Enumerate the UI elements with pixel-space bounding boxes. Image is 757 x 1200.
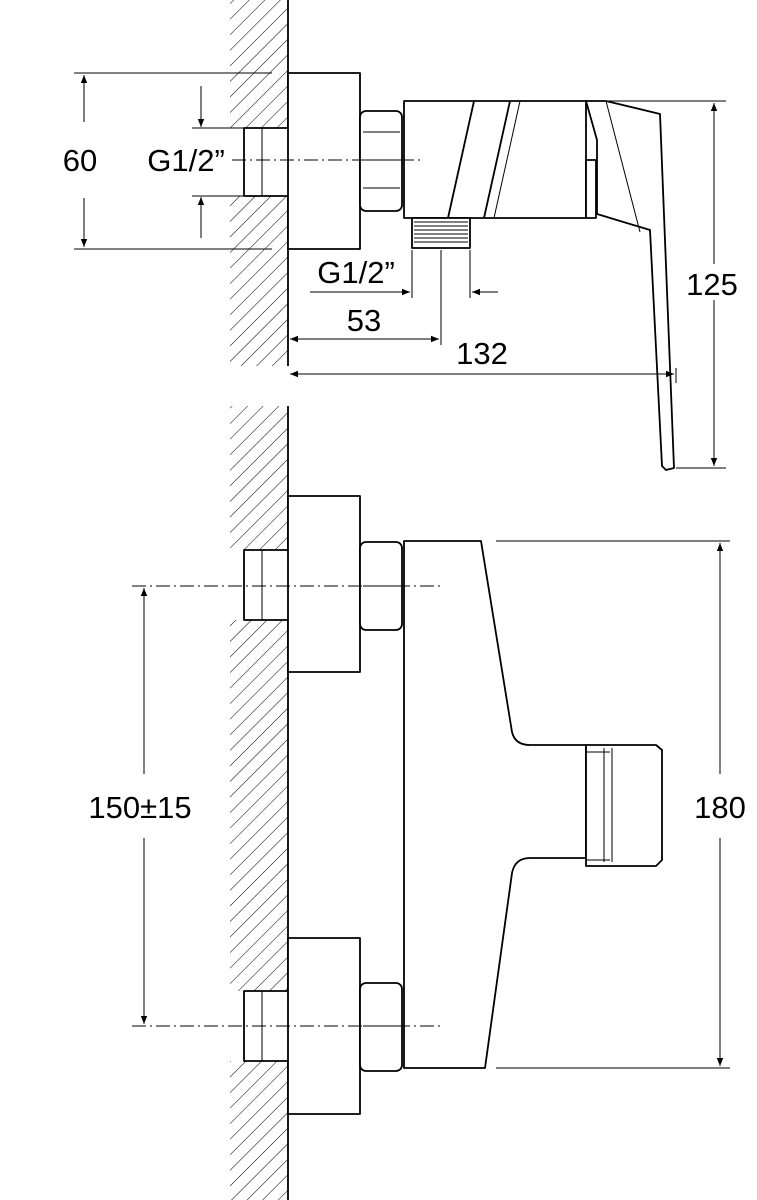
dim-inlet-thread-label: G1/2” bbox=[147, 143, 225, 178]
dim-inlet-thread: G1/2” bbox=[147, 86, 244, 238]
inlet-pipe-upper bbox=[230, 549, 288, 621]
dim-132-label: 132 bbox=[456, 336, 508, 371]
dim-outlet-thread: G1/2” bbox=[310, 250, 498, 298]
top-view: 60 G1/2” G1/2” 53 132 bbox=[63, 0, 742, 471]
hex-nut-top bbox=[359, 110, 403, 212]
dim-60: 60 bbox=[63, 72, 272, 250]
dim-60-label: 60 bbox=[63, 143, 97, 178]
wall-flange-upper bbox=[287, 495, 361, 673]
dim-outlet-thread-label: G1/2” bbox=[317, 255, 395, 290]
dim-53-label: 53 bbox=[347, 303, 381, 338]
front-view: 150±15 180 bbox=[80, 406, 750, 1200]
dim-125-label: 125 bbox=[686, 267, 738, 302]
dim-150: 150±15 bbox=[80, 588, 204, 1024]
lever-handle-top bbox=[585, 100, 675, 471]
dim-132: 132 bbox=[290, 336, 677, 383]
wall-section-front bbox=[230, 406, 289, 1200]
dim-150-label: 150±15 bbox=[88, 790, 191, 825]
dim-180-label: 180 bbox=[694, 790, 746, 825]
inlet-pipe-top bbox=[230, 127, 288, 197]
mixer-body-top bbox=[403, 100, 597, 219]
outlet-thread-top bbox=[411, 217, 471, 249]
lever-handle-front bbox=[585, 744, 663, 867]
wall-flange-top bbox=[287, 72, 361, 250]
hex-nut-lower bbox=[359, 982, 403, 1072]
dim-180: 180 bbox=[496, 540, 750, 1069]
dim-125: 125 bbox=[606, 100, 742, 469]
dim-53: 53 bbox=[290, 250, 442, 345]
mixer-body-front bbox=[403, 540, 587, 1069]
